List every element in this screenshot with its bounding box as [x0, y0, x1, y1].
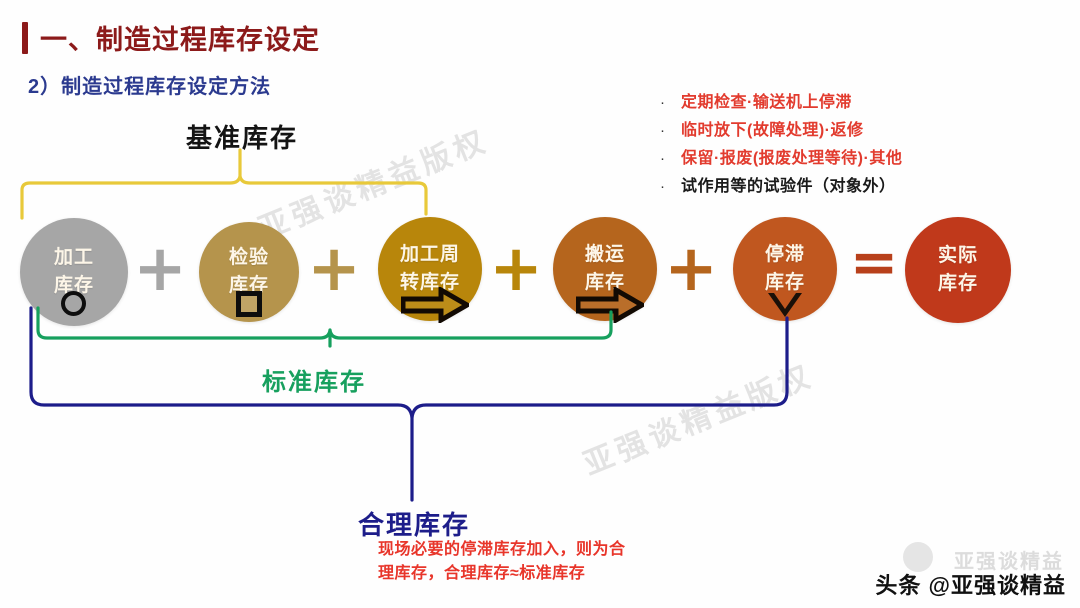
toutiao-logo-icon — [903, 542, 934, 572]
page-title: 一、制造过程库存设定 — [22, 18, 320, 57]
node-label-line2: 库存 — [937, 273, 978, 294]
bullet-icon: · — [660, 94, 665, 111]
bottom-note-line2: 理库存，合理库存≈标准库存 — [378, 565, 586, 582]
node-actual-inventory[interactable]: 实际 库存 — [905, 217, 1011, 323]
node-label-line1: 加工周 — [399, 244, 460, 266]
inventory-equation: 加工 库存 + 检验 库存 + 加工周 转库存 + 搬运 库存 + — [0, 205, 1080, 326]
node-label-line1: 停滞 — [764, 244, 805, 266]
node-label-line1: 实际 — [937, 245, 978, 267]
list-item: · 临时放下(故障处理)·返修 — [660, 116, 1060, 140]
brace-label-base: 基准库存 — [186, 123, 299, 153]
circle-marker-icon — [61, 291, 86, 316]
square-marker-icon — [236, 291, 262, 317]
operator-equals: = — [849, 228, 899, 296]
node-label-line1: 检验 — [228, 247, 269, 269]
bullet-icon: · — [660, 122, 665, 139]
list-item: · 保留·报废(报废处理等待)·其他 — [660, 144, 1060, 168]
watermark-diagonal: 亚强谈精益版权 — [579, 359, 819, 482]
watermark-footer: 头条 @亚强谈精益 — [875, 542, 1066, 600]
bottom-note-line1: 现场必要的停滞库存加入，则为合 — [378, 541, 626, 558]
bullet-icon: · — [660, 150, 665, 167]
arrow-marker-icon — [401, 287, 469, 323]
watermark-footer-text: 头条 @亚强谈精益 — [875, 573, 1066, 598]
operator-plus: + — [133, 232, 187, 306]
note-text: 临时放下(故障处理)·返修 — [681, 122, 864, 139]
triangle-marker-icon — [768, 293, 802, 317]
title-text: 一、制造过程库存设定 — [40, 25, 320, 55]
operator-plus: + — [307, 232, 361, 306]
node-label-line2: 库存 — [764, 272, 805, 293]
brace-reasonable-inventory — [29, 306, 789, 502]
subtitle-text: 2）制造过程库存设定方法 — [28, 76, 272, 98]
node-label-line1: 加工 — [53, 247, 94, 269]
node-inspection-inventory[interactable]: 检验 库存 — [199, 222, 299, 322]
list-item: · 定期检查·输送机上停滞 — [660, 88, 1060, 112]
node-label-line2: 转库存 — [399, 272, 460, 293]
note-text: 保留·报废(报废处理等待)·其他 — [681, 150, 903, 167]
brace-label-reasonable: 合理库存 — [358, 510, 471, 540]
node-label-line2: 库存 — [228, 275, 269, 296]
operator-plus: + — [664, 232, 718, 306]
title-accent-bar — [22, 21, 28, 54]
brace-label-standard: 标准库存 — [262, 369, 366, 396]
bottom-note: 现场必要的停滞库存加入，则为合 理库存，合理库存≈标准库存 — [378, 538, 626, 586]
node-label-line2: 库存 — [53, 275, 94, 296]
bullet-icon: · — [660, 178, 665, 195]
watermark-footer-ghost: 亚强谈精益 — [954, 551, 1064, 573]
note-text: 定期检查·输送机上停滞 — [681, 94, 852, 111]
note-text: 试作用等的试验件（对象外） — [681, 178, 896, 195]
node-label-line1: 搬运 — [584, 244, 625, 266]
operator-plus: + — [489, 232, 543, 306]
list-item: · 试作用等的试验件（对象外） — [660, 172, 1060, 196]
notes-list: · 定期检查·输送机上停滞 · 临时放下(故障处理)·返修 · 保留·报废(报废… — [660, 88, 1060, 200]
arrow-marker-icon — [576, 287, 644, 323]
